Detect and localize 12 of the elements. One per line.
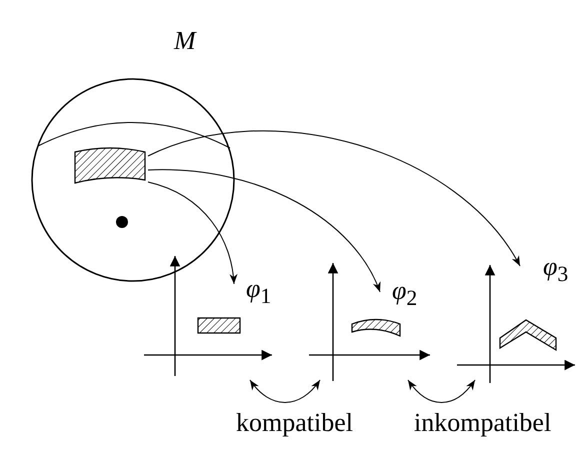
double-arrow	[408, 380, 476, 403]
hatched-curved-band	[350, 316, 402, 338]
edge-label: inkompatibel	[414, 410, 552, 436]
double-arrow	[250, 380, 320, 403]
arrow	[148, 182, 238, 284]
hatched-chevron	[498, 318, 558, 352]
hatched-rectangle	[195, 316, 243, 336]
edge-label: kompatibel	[236, 410, 353, 436]
point-dot	[115, 215, 129, 229]
arrow	[148, 130, 520, 266]
arrow	[148, 169, 380, 292]
hatched-patch	[72, 146, 148, 186]
